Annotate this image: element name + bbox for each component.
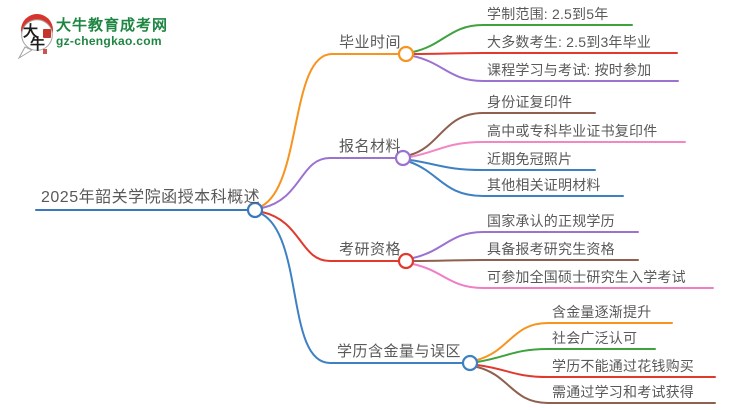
leaf-label: 高中或专科毕业证书复印件 (487, 123, 658, 139)
leaf-label: 需通过学习和考试获得 (552, 384, 694, 400)
leaf-label: 具备报考研究生资格 (487, 241, 615, 257)
branch-node-circle (397, 45, 415, 63)
edge-leaf (412, 52, 678, 55)
root-node-label: 2025年韶关学院函授本科概述 (41, 189, 261, 206)
leaf-label: 课程学习与考试: 按时参加 (487, 62, 652, 78)
edge-leaf (412, 231, 639, 259)
edge-leaf (409, 161, 624, 197)
leaf-label: 身份证复印件 (487, 94, 573, 110)
leaf-label: 学制范围: 2.5到5年 (487, 6, 609, 22)
edge-root-branch-graduation (261, 53, 399, 207)
svg-text:大: 大 (23, 22, 38, 40)
svg-text:牛: 牛 (30, 35, 45, 53)
leaf-label: 社会广泛认可 (552, 330, 638, 346)
logo-domain-text: gz-chengkao.com (56, 34, 162, 48)
branch-label-postgrad-eligibility: 考研资格 (339, 241, 402, 258)
edge-leaf (412, 24, 633, 53)
edge-leaf (476, 366, 716, 404)
edge-leaf (412, 259, 639, 262)
edge-leaf (476, 364, 716, 378)
leaf-label: 近期免冠照片 (487, 151, 573, 167)
leaf-label: 学历不能通过花钱购买 (552, 358, 694, 374)
edge-leaf (476, 322, 673, 361)
leaf-label: 其他相关证明材料 (487, 177, 601, 193)
leaf-label: 国家承认的正规学历 (487, 213, 615, 229)
leaf-label: 大多数考生: 2.5到3年毕业 (487, 34, 652, 50)
edge-leaf (412, 55, 679, 82)
edge-leaf (412, 263, 714, 289)
branch-node-circle (394, 149, 412, 167)
edge-root-branch-postgrad (261, 211, 399, 262)
branch-node-circle (461, 354, 479, 372)
edge-leaf (409, 141, 686, 158)
branch-node-circle (397, 252, 415, 270)
branch-label-degree-value: 学历含金量与误区 (337, 343, 462, 360)
leaf-label: 含金量逐渐提升 (552, 304, 652, 320)
edge-leaf (476, 348, 656, 363)
bull-speech-bubble-icon: 大 牛 (17, 14, 53, 60)
leaf-label: 可参加全国硕士研究生入学考试 (487, 269, 686, 285)
edge-leaf (409, 112, 596, 156)
site-logo: 大 牛 大牛教育成考网 gz-chengkao.com (0, 0, 220, 70)
branch-label-registration-materials: 报名材料 (339, 138, 402, 155)
edge-leaf (409, 159, 596, 171)
branch-label-graduation-time: 毕业时间 (339, 34, 402, 51)
edge-root-branch-value (261, 213, 463, 364)
logo-brand-text: 大牛教育成考网 (56, 17, 169, 34)
root-node-circle (246, 201, 264, 219)
edge-root-branch-materials (261, 157, 396, 209)
